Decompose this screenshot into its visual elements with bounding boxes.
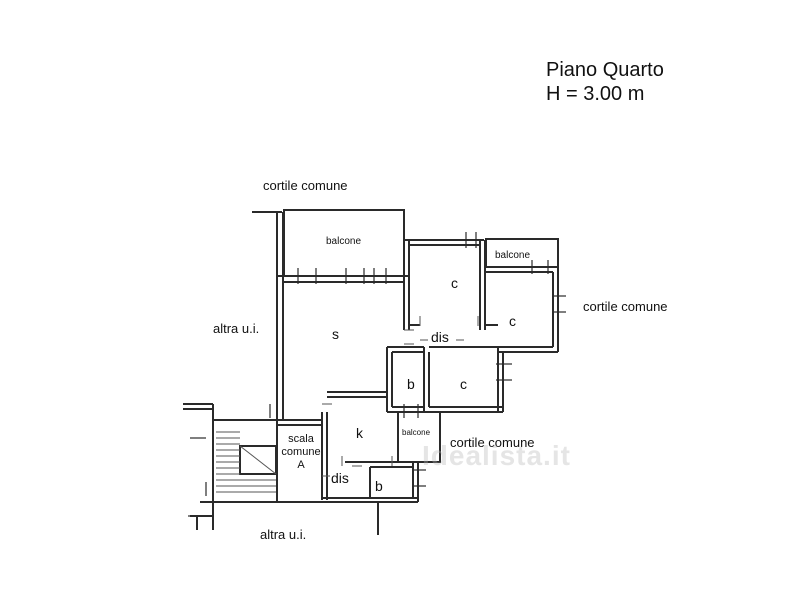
room-c-bedroom-2: c [509,313,516,329]
room-balcone-mid: balcone [402,428,431,437]
room-balcone-large: balcone [326,236,362,247]
label-altra-ui-bottom: altra u.i. [260,527,307,542]
watermark-logo: Idealista.it [422,440,571,471]
room-b-bathroom-2: b [375,478,383,494]
room-c-bedroom-3: c [460,376,467,392]
room-b-bathroom-1: b [407,376,415,392]
label-cortile-comune-right: cortile comune [583,299,668,314]
stair-well [239,445,277,475]
stair-label: scala comune A [279,433,323,472]
room-c-bedroom-1: c [451,275,458,291]
room-k-kitchen: k [356,425,363,441]
label-cortile-comune-mid: cortile comune [450,435,535,450]
room-s-living: s [332,326,339,342]
ceiling-height: H = 3.00 m [546,83,645,105]
label-altra-ui-left: altra u.i. [213,321,260,336]
stair-label-line2: comune [281,446,321,458]
stair-label-line3: A [297,459,305,471]
room-balcone-small: balcone [495,250,531,261]
label-cortile-comune-top: cortile comune [263,178,348,193]
room-dis-corridor-bottom: dis [331,470,349,486]
stair-label-line1: scala [288,433,314,445]
floor-name: Piano Quarto [546,59,664,81]
room-dis-corridor-top: dis [431,329,449,345]
plan-title: Piano Quarto H = 3.00 m [546,58,664,106]
